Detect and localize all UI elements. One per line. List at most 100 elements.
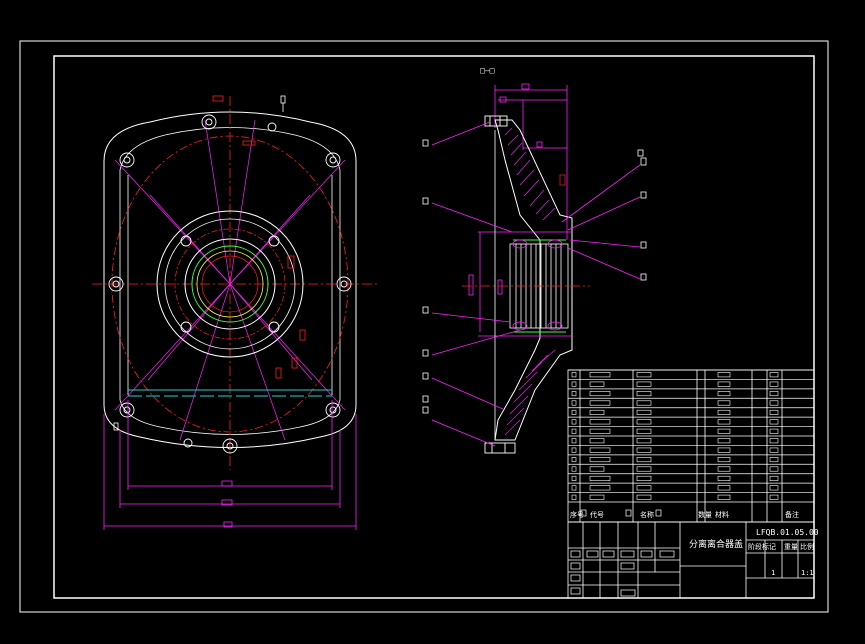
parts-cell-glyph bbox=[636, 475, 652, 481]
drawing-name: 分离离合器盖 bbox=[689, 538, 743, 550]
parts-cell-glyph bbox=[636, 419, 652, 425]
parts-cell-glyph bbox=[636, 457, 652, 463]
parts-cell-glyph bbox=[636, 372, 652, 378]
parts-cell-glyph bbox=[589, 485, 611, 491]
parts-cell-glyph bbox=[717, 409, 731, 415]
parts-list-rows bbox=[568, 369, 814, 523]
top-bolt bbox=[484, 115, 508, 127]
header-cell-5: 备注 bbox=[785, 510, 799, 519]
parts-cell-glyph bbox=[717, 475, 731, 481]
parts-cell-glyph bbox=[769, 428, 779, 434]
hub-pitch-circle bbox=[174, 228, 286, 340]
parts-cell-glyph bbox=[589, 475, 611, 481]
parts-cell-glyph bbox=[636, 391, 652, 397]
hub-bolt-holes bbox=[180, 235, 280, 333]
parts-cell-glyph bbox=[717, 381, 731, 387]
section-marks bbox=[212, 95, 306, 379]
parts-cell-glyph bbox=[589, 372, 611, 378]
parts-cell-glyph bbox=[571, 428, 577, 434]
stage-value-weight: 1 bbox=[771, 569, 775, 577]
parts-cell-glyph bbox=[717, 466, 731, 472]
parts-cell-glyph bbox=[571, 409, 577, 415]
parts-cell-glyph bbox=[589, 466, 605, 472]
parts-cell-glyph bbox=[769, 372, 779, 378]
parts-cell-glyph bbox=[589, 494, 605, 500]
header-cell-1: 代号 bbox=[590, 510, 604, 519]
section-hatching bbox=[504, 127, 556, 436]
parts-cell-glyph bbox=[589, 409, 605, 415]
hub-bore-circle bbox=[196, 250, 264, 318]
parts-cell-glyph bbox=[589, 428, 611, 434]
bottom-bolt bbox=[484, 442, 516, 454]
parts-cell-glyph bbox=[571, 466, 577, 472]
header-cell-4: 材料 bbox=[715, 510, 729, 519]
parts-cell-glyph bbox=[571, 400, 577, 406]
drawing-number: LFQB.01.05.00 bbox=[756, 528, 819, 537]
housing-section-outline bbox=[494, 119, 573, 441]
parts-cell-glyph bbox=[571, 381, 577, 387]
parts-cell-glyph bbox=[717, 391, 731, 397]
parts-cell-glyph bbox=[769, 381, 779, 387]
stage-value-scale: 1:1 bbox=[801, 569, 814, 577]
disc-pack-rings bbox=[478, 231, 572, 337]
parts-cell-glyph bbox=[571, 372, 577, 378]
front-dimensions bbox=[103, 400, 357, 530]
header-cell-2: 名称 bbox=[640, 510, 654, 519]
header-cell-3: 数量 bbox=[698, 510, 712, 519]
parts-cell-glyph bbox=[769, 447, 779, 453]
parts-cell-glyph bbox=[717, 485, 731, 491]
front-view bbox=[92, 95, 378, 530]
hub-bore-inner bbox=[201, 255, 259, 313]
parts-cell-glyph bbox=[769, 457, 779, 463]
parts-cell-glyph bbox=[769, 391, 779, 397]
parts-cell-glyph bbox=[717, 419, 731, 425]
callout-labels bbox=[422, 139, 647, 414]
parts-cell-glyph bbox=[717, 372, 731, 378]
parts-cell-glyph bbox=[589, 400, 611, 406]
parts-cell-glyph bbox=[636, 447, 652, 453]
parts-cell-glyph bbox=[769, 409, 779, 415]
parts-cell-glyph bbox=[769, 466, 779, 472]
parts-cell-glyph bbox=[717, 438, 731, 444]
parts-cell-glyph bbox=[717, 494, 731, 500]
parts-cell-glyph bbox=[717, 400, 731, 406]
radial-dimension-lines bbox=[114, 119, 346, 441]
side-dimensions bbox=[468, 83, 568, 332]
parts-cell-glyph bbox=[636, 428, 652, 434]
hub-circle-2 bbox=[164, 218, 296, 350]
hub-outer-circle bbox=[156, 210, 304, 358]
hub-thread-circle bbox=[191, 245, 269, 323]
parts-cell-glyph bbox=[589, 447, 611, 453]
stage-label-2: 比例 bbox=[800, 542, 814, 551]
stage-label-0: 阶段标记 bbox=[748, 542, 776, 551]
side-section-view: □—□ bbox=[462, 66, 590, 454]
header-cell-0: 序号 bbox=[570, 510, 584, 519]
parts-cell-glyph bbox=[769, 400, 779, 406]
parts-cell-glyph bbox=[717, 428, 731, 434]
perimeter-bolt-holes bbox=[108, 114, 352, 454]
parts-cell-glyph bbox=[636, 485, 652, 491]
front-casing-outline bbox=[103, 111, 357, 448]
parts-cell-glyph bbox=[571, 485, 577, 491]
parts-cell-glyph bbox=[589, 391, 611, 397]
parts-cell-glyph bbox=[769, 438, 779, 444]
parts-cell-glyph bbox=[636, 400, 652, 406]
parts-cell-glyph bbox=[589, 381, 605, 387]
parts-cell-glyph bbox=[636, 466, 652, 472]
parts-cell-glyph bbox=[571, 475, 577, 481]
parts-cell-glyph bbox=[589, 419, 611, 425]
title-block-cells bbox=[570, 509, 675, 597]
outer-frame bbox=[19, 40, 829, 613]
parts-cell-glyph bbox=[571, 494, 577, 500]
parts-cell-glyph bbox=[769, 475, 779, 481]
parts-cell-glyph bbox=[636, 438, 652, 444]
parts-cell-glyph bbox=[769, 485, 779, 491]
hidden-lines bbox=[128, 389, 332, 397]
parts-cell-glyph bbox=[571, 438, 577, 444]
parts-cell-glyph bbox=[571, 419, 577, 425]
parts-cell-glyph bbox=[717, 457, 731, 463]
hub-circle-3 bbox=[184, 238, 276, 330]
parts-cell-glyph bbox=[589, 438, 605, 444]
section-label: □—□ bbox=[480, 66, 495, 75]
parts-cell-glyph bbox=[636, 409, 652, 415]
